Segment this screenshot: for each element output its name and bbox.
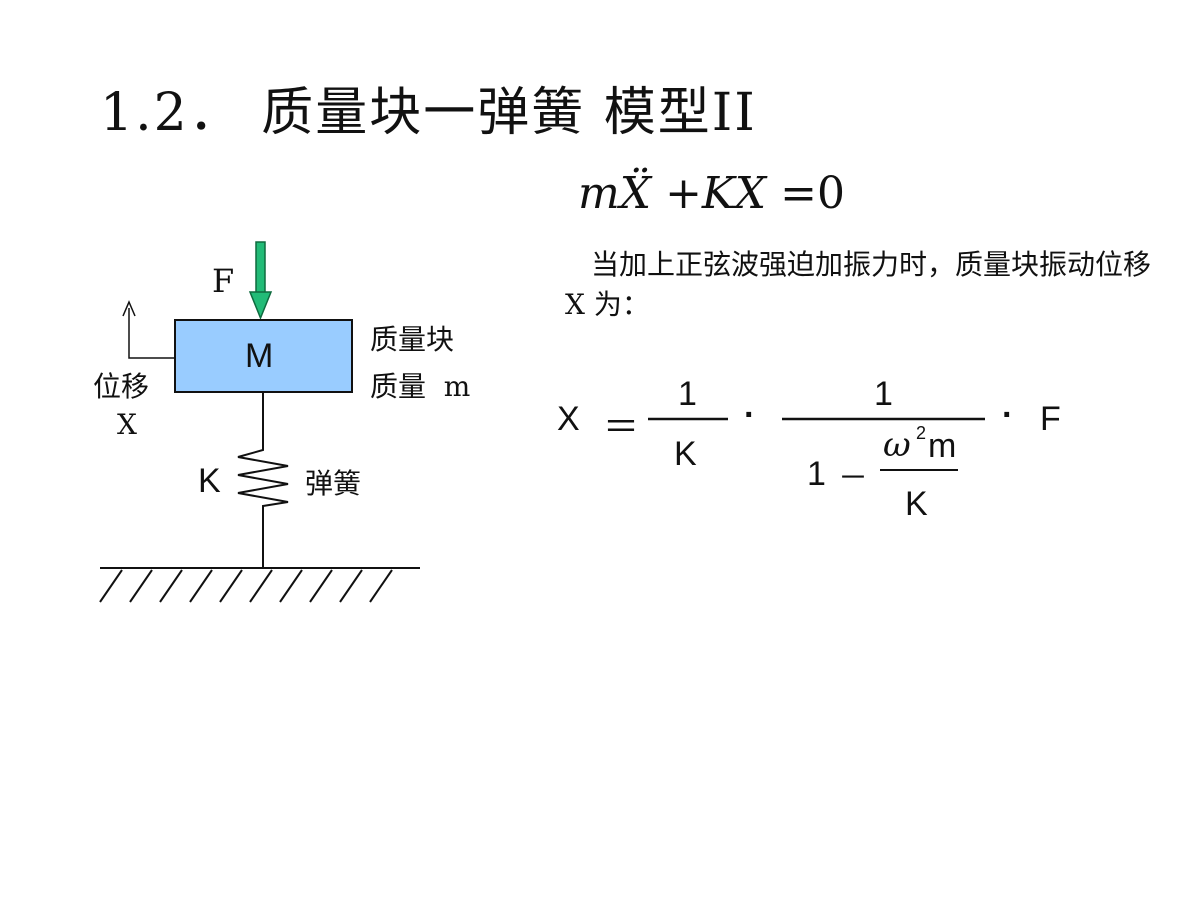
spring-label: 弹簧: [305, 467, 362, 500]
spring-symbol: K: [198, 462, 221, 500]
description-text: 当加上正弦波强迫加振力时，质量块振动位移 X 为：: [565, 245, 1165, 325]
mass-label: M: [245, 337, 274, 375]
eq-m: m: [578, 168, 620, 219]
formula-superscript-2: 2: [916, 423, 927, 443]
formula-dot-2: ·: [1002, 396, 1014, 434]
formula-frac1-denominator: K: [674, 435, 697, 473]
page-title: 1.2． 质量块一弹簧 模型II: [100, 83, 757, 143]
displacement-label: 位移: [93, 370, 150, 403]
ground: [99, 567, 420, 603]
mass-block-label: 质量块: [370, 323, 455, 356]
formula-dot-1: ·: [744, 396, 756, 434]
displacement-variable: X: [117, 408, 137, 441]
formula-inner-one: 1: [807, 455, 826, 493]
description: 当加上正弦波强迫加振力时，质量块振动位移 X 为：: [565, 248, 1152, 321]
formula-inner-denominator: K: [905, 485, 928, 523]
formula-frac1-numerator: 1: [678, 375, 697, 413]
eq-x-ddot: Ẍ: [619, 168, 652, 219]
formula-rhs: F: [1040, 400, 1061, 438]
formula-omega: ω: [883, 425, 911, 465]
formula-lhs: X: [557, 400, 580, 438]
force-arrow: [248, 241, 273, 321]
displacement-arrow: [122, 300, 175, 359]
formula-equals: ＝: [603, 406, 640, 447]
eq-equals-zero: =0: [780, 168, 845, 219]
mass-block: [174, 319, 353, 393]
formula-inner-m: m: [928, 427, 957, 465]
formula-inner-minus: －: [838, 462, 868, 495]
formula-frac2-numerator: 1: [874, 375, 893, 413]
spring: [237, 392, 289, 568]
equation-of-motion: mẌ +KX =0: [578, 168, 845, 219]
mass-value-label: 质量 m: [370, 370, 471, 403]
force-label: F: [212, 262, 235, 300]
eq-plus-kx: +KX: [665, 168, 767, 219]
